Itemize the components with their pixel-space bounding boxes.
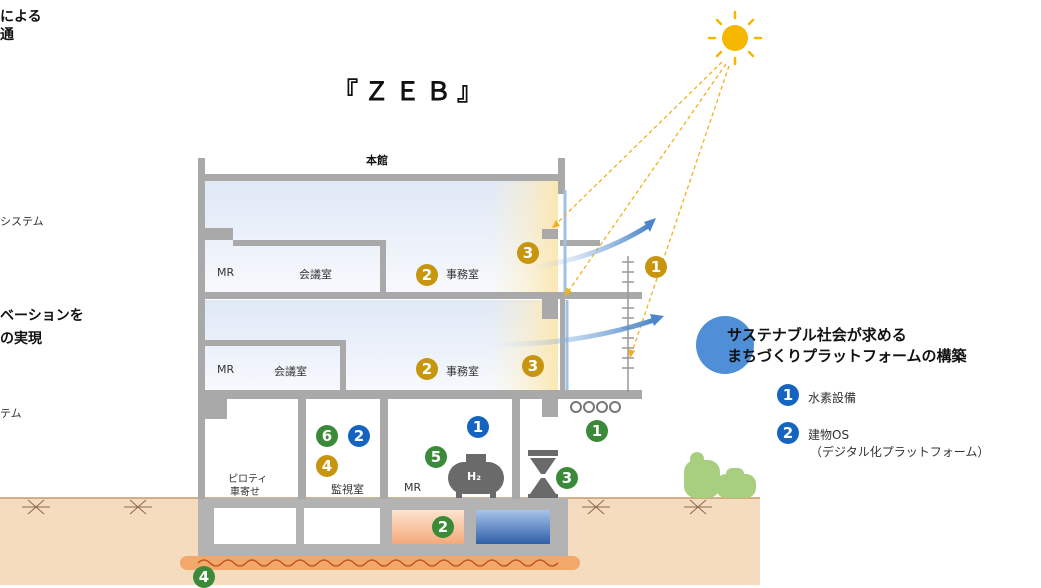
building-name: 本館 xyxy=(366,154,388,167)
room-office-lower: 事務室 xyxy=(446,365,479,378)
room-mr-upper: MR xyxy=(217,266,235,279)
hydrogen-tank-icon xyxy=(448,454,504,498)
panel-item-2-sub: （デジタル化プラットフォーム） xyxy=(810,445,990,459)
room-meeting-lower: 会議室 xyxy=(274,365,307,378)
room-office-upper: 事務室 xyxy=(446,268,479,281)
panel-circle xyxy=(696,316,754,374)
geothermal-pipe xyxy=(180,556,580,570)
left-text-3: システム xyxy=(0,215,44,228)
panel-item-1-badge: 1 xyxy=(777,384,799,406)
badge-blue-hydrogen: 1 xyxy=(467,416,489,438)
badge-louver: 1 xyxy=(645,256,667,278)
natural-ventilation-arrow-2 xyxy=(489,317,655,347)
outdoor-pipes xyxy=(570,401,621,413)
panel-heading-line1: サステナブル社会が求める xyxy=(727,326,907,344)
badge-green-1: 1 xyxy=(586,420,608,442)
left-text-5: の実現 xyxy=(0,331,42,347)
sun-icon xyxy=(707,10,763,66)
ground-marks xyxy=(22,499,712,515)
badge-gold-4: 4 xyxy=(316,455,338,477)
badge-office-lower: 2 xyxy=(416,358,438,380)
h2-label: H₂ xyxy=(467,470,482,483)
room-meeting-upper: 会議室 xyxy=(299,268,332,281)
building-structure xyxy=(198,158,642,499)
panel-item-1-label: 水素設備 xyxy=(808,391,857,405)
room-piloti: ピロティ xyxy=(228,474,268,485)
room-carport: 車寄せ xyxy=(230,487,260,498)
badge-daylight-upper: 3 xyxy=(517,242,539,264)
room-mr-ground: MR xyxy=(404,481,422,494)
zeb-title: 『ＺＥＢ』 xyxy=(333,77,489,106)
sunlight-rays xyxy=(551,61,730,359)
panel-heading-line2: まちづくりプラットフォームの構築 xyxy=(727,347,967,365)
badge-green-2: 2 xyxy=(432,516,454,538)
badge-green-4: 4 xyxy=(193,566,215,588)
badge-daylight-lower: 3 xyxy=(522,355,544,377)
panel-item-2-label: 建物OS xyxy=(808,428,850,442)
room-monitor: 監視室 xyxy=(331,483,364,496)
badge-green-5: 5 xyxy=(425,446,447,468)
badge-office-upper: 2 xyxy=(416,264,438,286)
left-text-1: による xyxy=(0,9,42,25)
badge-green-3: 3 xyxy=(556,467,578,489)
vortex-icon xyxy=(528,450,558,498)
left-text-4: ベーションを xyxy=(0,308,84,324)
left-text-2: 通 xyxy=(0,27,14,43)
tree-icon xyxy=(684,452,756,498)
natural-ventilation-arrow xyxy=(529,223,650,271)
badge-green-6: 6 xyxy=(316,425,338,447)
water-tank xyxy=(476,510,550,544)
left-text-6: テム xyxy=(0,407,22,420)
panel-item-2-badge: 2 xyxy=(777,422,799,444)
room-mr-lower: MR xyxy=(217,363,235,376)
badge-blue-building-os: 2 xyxy=(348,425,370,447)
